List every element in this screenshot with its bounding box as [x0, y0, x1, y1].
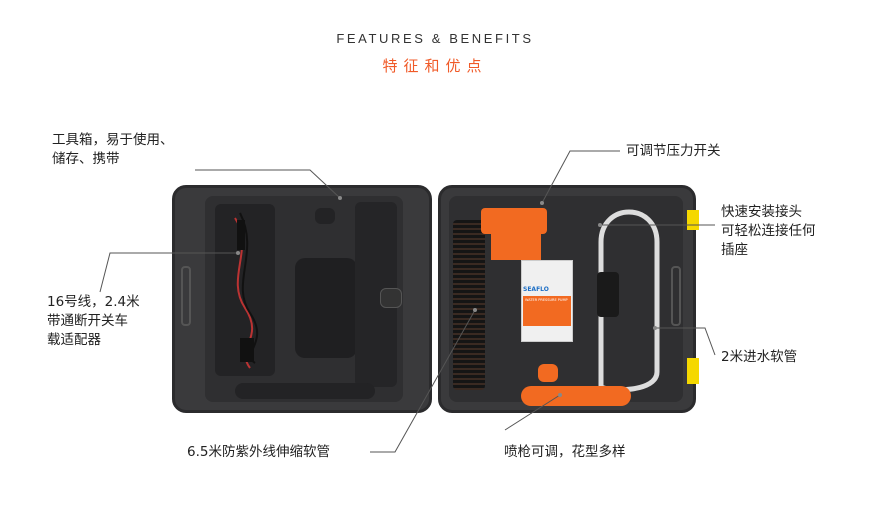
pump-brand: SEAFLO [523, 286, 549, 293]
callout-line: 带通断开关车 [47, 313, 128, 329]
callout-pressure-switch: 可调节压力开关 [626, 142, 721, 161]
pump-head [481, 208, 547, 234]
callout-line: 2米进水软管 [721, 349, 798, 365]
callout-line: 6.5米防紫外线伸缩软管 [187, 444, 330, 460]
callout-line: 快速安装接头 [721, 204, 802, 220]
callout-line: 喷枪可调，花型多样 [504, 444, 626, 460]
case-left-half [172, 185, 432, 413]
title-cn: 特征和优点 [382, 57, 488, 75]
callout-quick-connector: 快速安装接头 可轻松连接任何 插座 [721, 203, 816, 260]
callout-line: 工具箱，易于使用、 [52, 132, 174, 148]
callout-coiled-hose: 6.5米防紫外线伸缩软管 [187, 443, 330, 462]
callout-line: 可轻松连接任何 [721, 223, 816, 239]
callout-line: 储存、携带 [52, 151, 120, 167]
callout-toolbox: 工具箱，易于使用、 储存、携带 [52, 131, 174, 169]
title-en: FEATURES & BENEFITS [336, 31, 534, 46]
callout-line: 可调节压力开关 [626, 143, 721, 159]
callout-inlet-hose: 2米进水软管 [721, 348, 797, 367]
callout-spray-gun: 喷枪可调，花型多样 [504, 443, 626, 462]
spray-gun [521, 386, 631, 406]
coiled-hose [453, 220, 485, 390]
pump-label: WATER PRESSURE PUMP [523, 296, 571, 326]
callout-line: 16号线，2.4米 [47, 294, 140, 310]
callout-line: 插座 [721, 242, 748, 258]
car-adapter-cable [234, 212, 259, 369]
callout-line: 载适配器 [47, 332, 101, 348]
callout-car-adapter: 16号线，2.4米 带通断开关车 载适配器 [47, 293, 140, 350]
case-right-half: SEAFLO WATER PRESSURE PUMP [438, 185, 699, 413]
